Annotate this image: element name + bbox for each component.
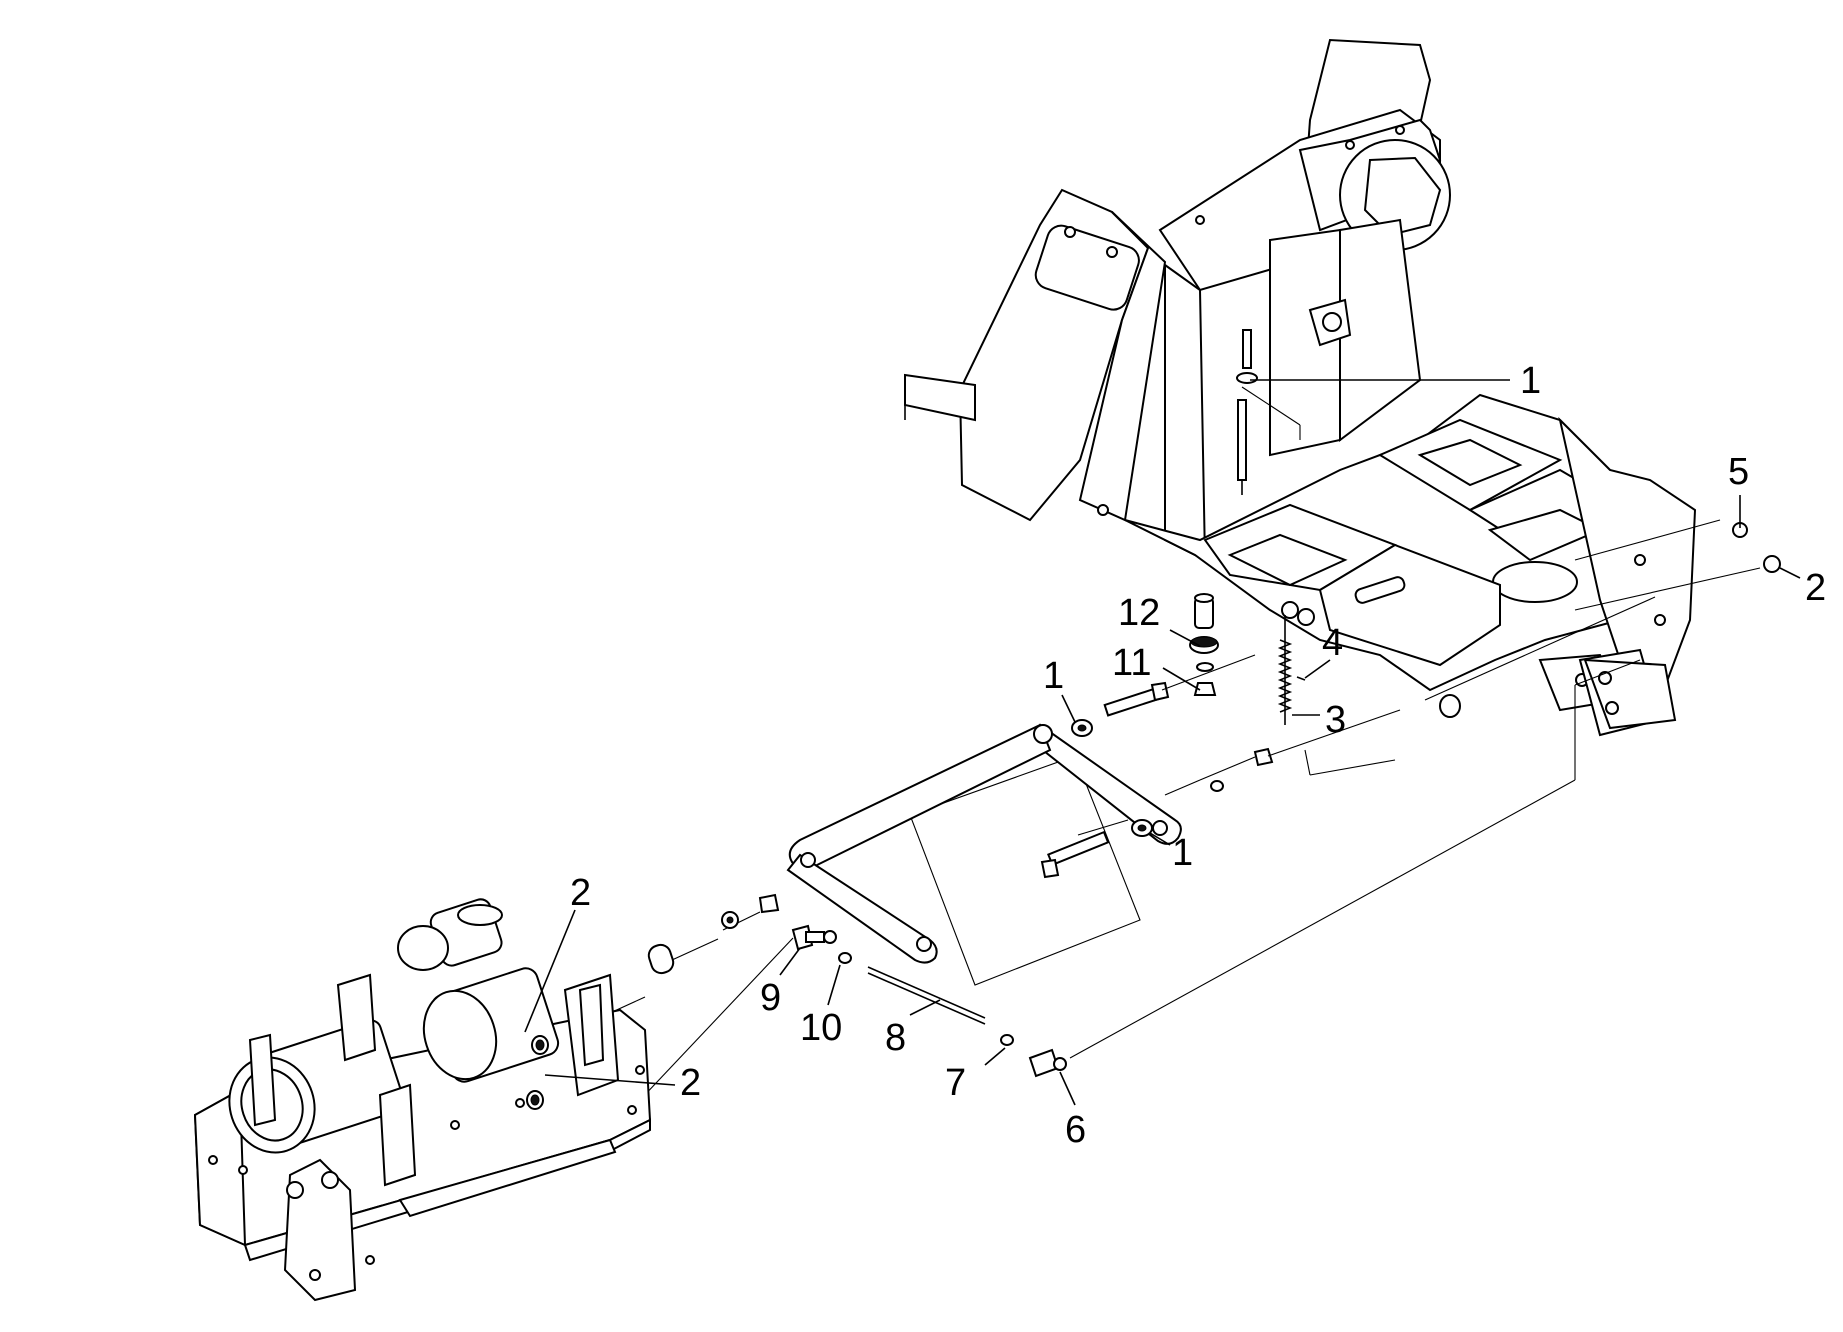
assembly-lines <box>539 386 1761 1101</box>
callout-4: 4 <box>1322 622 1343 664</box>
callout-10: 10 <box>800 1007 842 1049</box>
leader-10 <box>827 964 841 1006</box>
callout-2c: 2 <box>680 1062 701 1104</box>
callout-2b: 2 <box>570 872 591 914</box>
callout-2a: 2 <box>1805 567 1826 609</box>
callout-12: 12 <box>1118 592 1160 634</box>
drum-side-hardware <box>647 522 1781 975</box>
callout-1b: 1 <box>1043 655 1064 697</box>
pivot-frame <box>786 723 1182 986</box>
callout-labels: 1 5 2 12 4 11 3 1 1 2 2 9 10 8 7 6 <box>570 360 1826 1151</box>
leader-6 <box>1059 1071 1076 1106</box>
leader-12 <box>1169 629 1201 647</box>
callout-8: 8 <box>885 1017 906 1059</box>
callout-1a: 1 <box>1520 360 1541 402</box>
callout-5: 5 <box>1728 451 1749 493</box>
chassis-frame <box>904 38 1697 737</box>
leader-lines <box>524 379 1801 1106</box>
leader-4 <box>1304 659 1331 679</box>
leader-11 <box>1162 667 1201 691</box>
leader-2a <box>1779 567 1801 579</box>
leader-1b <box>1061 694 1076 723</box>
pivot-bolts <box>1040 681 1461 879</box>
leader-2b <box>524 909 576 1033</box>
leader-8 <box>909 999 941 1016</box>
callout-6: 6 <box>1065 1109 1086 1151</box>
callout-3: 3 <box>1325 699 1346 741</box>
leader-9 <box>779 947 801 976</box>
callout-11: 11 <box>1112 642 1151 684</box>
floor-round-hole <box>1492 561 1578 603</box>
leader-2c <box>544 1074 676 1086</box>
callout-1c: 1 <box>1172 832 1193 874</box>
leader-1c <box>1149 832 1171 846</box>
rubber-mount-assembly <box>1189 593 1219 696</box>
linkage-rod-assembly <box>791 924 1067 1078</box>
spring-part <box>1277 615 1306 725</box>
leader-7 <box>984 1047 1006 1066</box>
callout-7: 7 <box>945 1062 966 1104</box>
callout-9: 9 <box>760 977 781 1019</box>
motor-drum-assembly <box>193 898 652 1302</box>
